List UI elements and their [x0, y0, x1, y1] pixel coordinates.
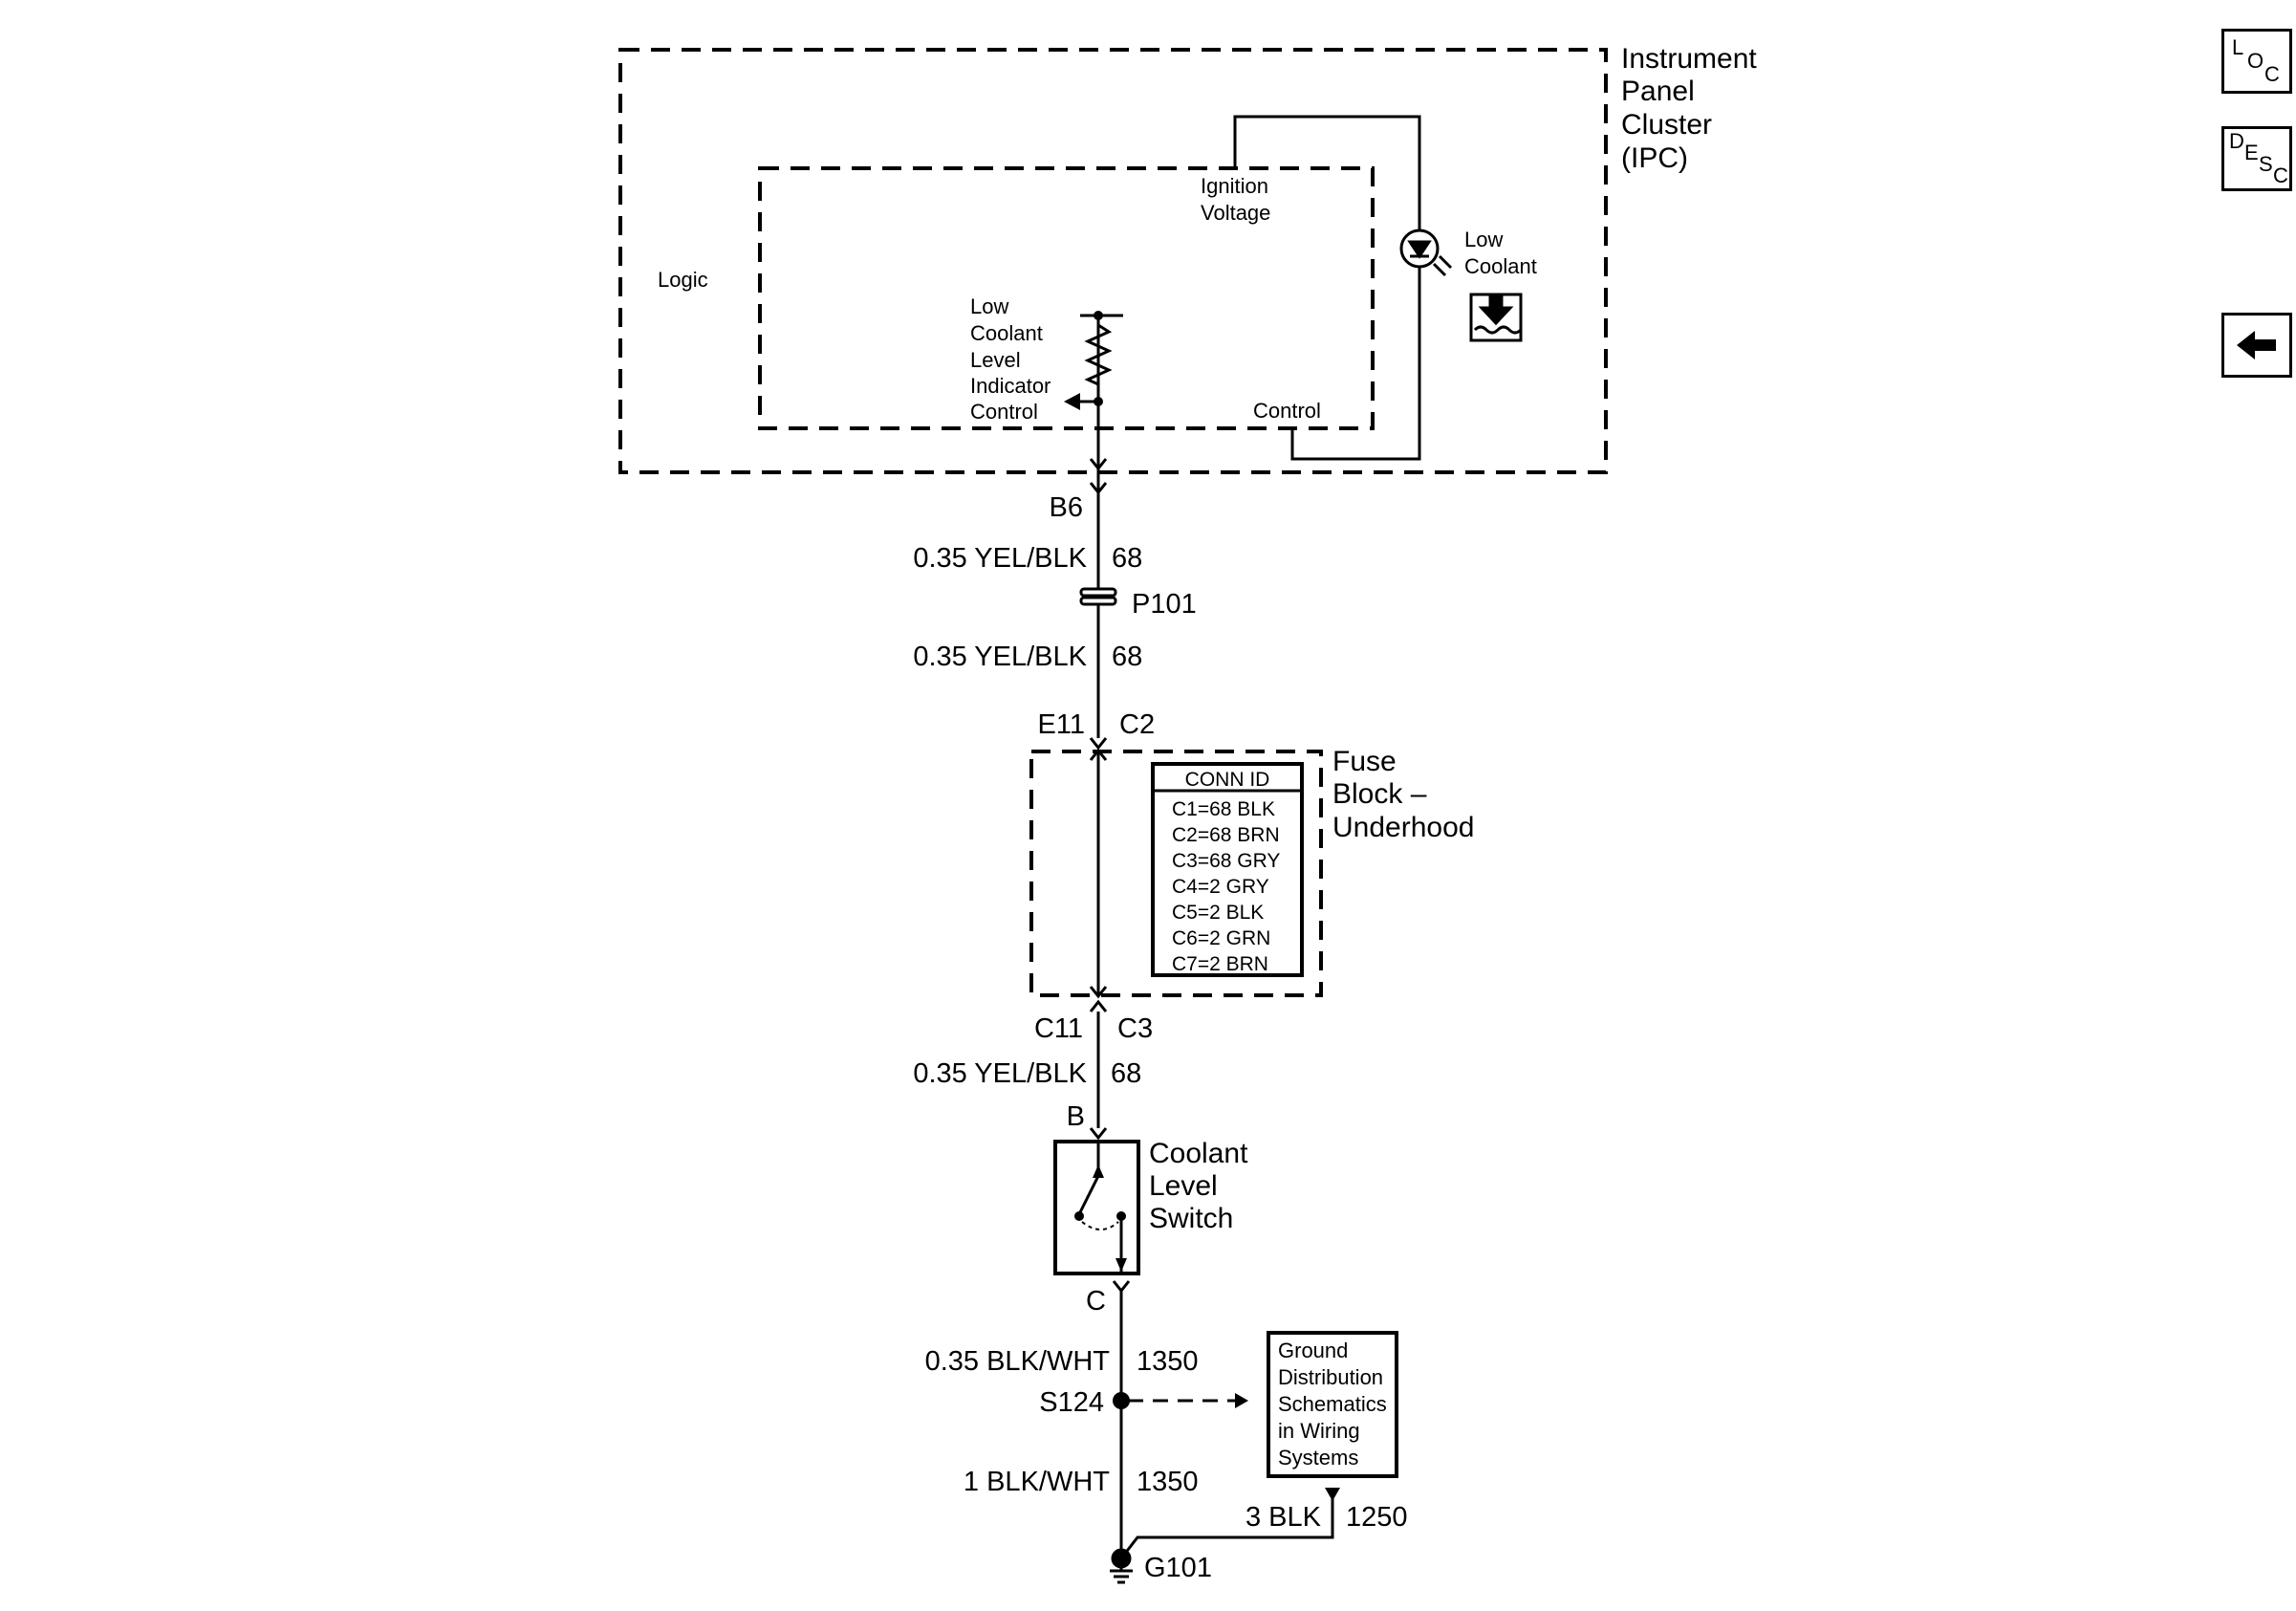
switch-label-line1: Coolant — [1149, 1138, 1248, 1169]
conn-id-table — [1151, 762, 1304, 977]
conn-id-row: C5=2 BLK — [1172, 902, 1264, 924]
ground-reference-box — [1267, 1331, 1398, 1478]
coolant-symbol-icon — [1469, 293, 1523, 342]
wire6-circuit: 1250 — [1346, 1502, 1408, 1533]
lamp-icon — [1399, 229, 1453, 277]
ground-ref-line4: in Wiring — [1278, 1419, 1360, 1443]
conn-id-row: C3=68 GRY — [1172, 850, 1280, 872]
left-arrow-icon — [2237, 331, 2276, 359]
wire2-gauge-color: 0.35 YEL/BLK — [913, 642, 1087, 672]
ground-g101-icon — [1110, 1548, 1133, 1584]
connector-c2-icon — [1089, 737, 1108, 751]
ipc-label-line3: Cluster — [1621, 109, 1712, 141]
ipc-label-line1: Instrument — [1621, 43, 1757, 75]
wire1-circuit: 68 — [1112, 543, 1142, 574]
desc-letter: C — [2273, 163, 2288, 187]
fuse-block-label-line3: Underhood — [1332, 812, 1474, 843]
desc-button[interactable]: D E S C — [2221, 126, 2292, 191]
control-label: Control — [1253, 399, 1321, 423]
loc-button[interactable]: L O C — [2221, 29, 2292, 94]
wire3-circuit: 68 — [1111, 1058, 1141, 1089]
connector-c-icon — [1112, 1280, 1131, 1294]
fuse-block-label-line1: Fuse — [1332, 746, 1397, 777]
ignition-label-line1: Ignition — [1201, 174, 1268, 198]
ground-ref-line3: Schematics — [1278, 1392, 1387, 1416]
ipc-label-line2: Panel — [1621, 76, 1695, 107]
logic-label: Logic — [658, 268, 708, 292]
p101-connector-icon — [1079, 587, 1117, 606]
p101-label: P101 — [1132, 589, 1197, 620]
conn-bottom-pin: C11 — [1034, 1013, 1083, 1044]
connector-b6-label: B6 — [1050, 492, 1083, 523]
ground-ref-line2: Distribution — [1278, 1365, 1383, 1389]
ground-label: G101 — [1144, 1553, 1212, 1583]
logic-box — [758, 166, 1375, 430]
switch-pin-c: C — [1086, 1286, 1106, 1317]
wire-3blk — [1119, 1491, 1334, 1559]
lamp-label-line1: Low — [1464, 228, 1503, 251]
back-button[interactable] — [2221, 313, 2292, 378]
desc-letter: E — [2244, 141, 2259, 164]
wire3-gauge-color: 0.35 YEL/BLK — [913, 1058, 1087, 1089]
indicator-label-line4: Indicator — [970, 374, 1051, 398]
conn-id-row: C2=68 BRN — [1172, 824, 1280, 846]
splice-label: S124 — [1039, 1387, 1104, 1418]
conn-top-pin: E11 — [1038, 709, 1085, 740]
ipc-label-line4: (IPC) — [1621, 142, 1688, 174]
connector-b6-icon — [1089, 458, 1108, 471]
desc-letter: S — [2259, 152, 2273, 176]
wire5-circuit: 1350 — [1137, 1467, 1199, 1497]
connector-b-icon — [1089, 1127, 1108, 1141]
conn-id-row: C7=2 BRN — [1172, 953, 1268, 975]
indicator-label-line1: Low — [970, 294, 1008, 318]
conn-id-title: CONN ID — [1185, 769, 1270, 791]
switch-pin-b: B — [1067, 1101, 1085, 1132]
wire4-circuit: 1350 — [1137, 1346, 1199, 1377]
loc-letter: C — [2264, 62, 2280, 86]
lamp-label-line2: Coolant — [1464, 254, 1537, 278]
ground-ref-line1: Ground — [1278, 1339, 1348, 1362]
conn-top-conn: C2 — [1119, 709, 1155, 740]
connector-c3-icon — [1089, 999, 1108, 1012]
switch-label-line3: Switch — [1149, 1203, 1233, 1234]
ground-ref-line5: Systems — [1278, 1446, 1358, 1469]
conn-id-row: C6=2 GRN — [1172, 927, 1270, 949]
wire5-gauge-color: 1 BLK/WHT — [964, 1467, 1110, 1497]
indicator-label-line2: Coolant — [970, 321, 1043, 345]
resistor-icon — [1080, 314, 1123, 403]
ignition-voltage-line — [1233, 115, 1421, 461]
wire2-circuit: 68 — [1112, 642, 1142, 672]
ignition-label-line2: Voltage — [1201, 201, 1270, 225]
indicator-label-line3: Level — [970, 348, 1021, 372]
wire4-gauge-color: 0.35 BLK/WHT — [925, 1346, 1111, 1377]
indicator-label-line5: Control — [970, 400, 1038, 424]
wire1-gauge-color: 0.35 YEL/BLK — [913, 543, 1087, 574]
conn-id-row: C1=68 BLK — [1172, 798, 1275, 820]
switch-label-line2: Level — [1149, 1170, 1218, 1202]
fuse-block-box — [1029, 750, 1323, 997]
loc-letter: O — [2247, 49, 2264, 73]
coolant-level-switch-icon — [1053, 1140, 1140, 1275]
conn-id-row: C4=2 GRY — [1172, 876, 1269, 898]
control-arrow-icon — [1064, 393, 1080, 410]
ipc-box — [618, 48, 1608, 474]
desc-letter: D — [2229, 129, 2244, 153]
loc-letter: L — [2232, 35, 2244, 59]
fuse-block-label-line2: Block – — [1332, 778, 1427, 810]
conn-bottom-conn: C3 — [1117, 1013, 1153, 1044]
splice-s124-icon — [1113, 1392, 1130, 1409]
wire6-gauge-color: 3 BLK — [1245, 1502, 1322, 1533]
